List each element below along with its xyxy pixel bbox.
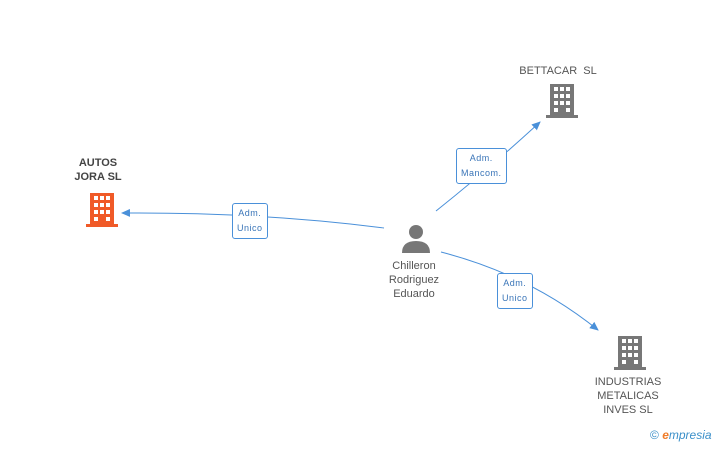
edge-label-bettacar-line2: Mancom. <box>461 168 502 178</box>
person-label-line3: Eduardo <box>393 288 435 300</box>
brand-logo-text: mpresia <box>668 428 712 442</box>
person-label[interactable]: Chilleron Rodriguez Eduardo <box>364 259 464 301</box>
company-label-bettacar-line1: BETTACAR SL <box>519 65 597 77</box>
company-label-industrias-line3: INVES SL <box>603 404 653 416</box>
edge-label-bettacar: Adm. Mancom. <box>456 148 507 184</box>
edge-label-autos-line1: Adm. <box>238 208 262 218</box>
edge-label-autos: Adm. Unico <box>232 203 268 239</box>
company-label-bettacar[interactable]: BETTACAR SL <box>508 64 608 78</box>
company-label-autos-line1: AUTOS <box>78 157 118 169</box>
company-label-autos[interactable]: AUTOS JORA SL <box>58 156 138 184</box>
building-icon[interactable] <box>614 336 646 370</box>
company-label-autos-line2: JORA SL <box>74 171 122 183</box>
building-icon[interactable] <box>86 193 118 227</box>
copyright-icon: © <box>650 428 659 442</box>
building-icon[interactable] <box>546 84 578 118</box>
edge-label-industrias-line2: Unico <box>502 293 528 303</box>
footer-brand[interactable]: © empresia <box>650 428 712 442</box>
edge-label-autos-line2: Unico <box>237 223 263 233</box>
edge-label-bettacar-line1: Adm. <box>469 153 493 163</box>
person-label-line2: Rodriguez <box>388 274 440 286</box>
company-label-industrias-line2: METALICAS <box>597 390 659 402</box>
edge-label-industrias: Adm. Unico <box>497 273 533 309</box>
company-label-industrias[interactable]: INDUSTRIAS METALICAS INVES SL <box>578 375 678 417</box>
company-label-industrias-line1: INDUSTRIAS <box>594 376 662 388</box>
edge-label-industrias-line1: Adm. <box>503 278 527 288</box>
person-icon[interactable] <box>401 224 431 253</box>
brand-logo-initial: e <box>662 428 669 442</box>
person-label-line1: Chilleron <box>392 260 436 272</box>
